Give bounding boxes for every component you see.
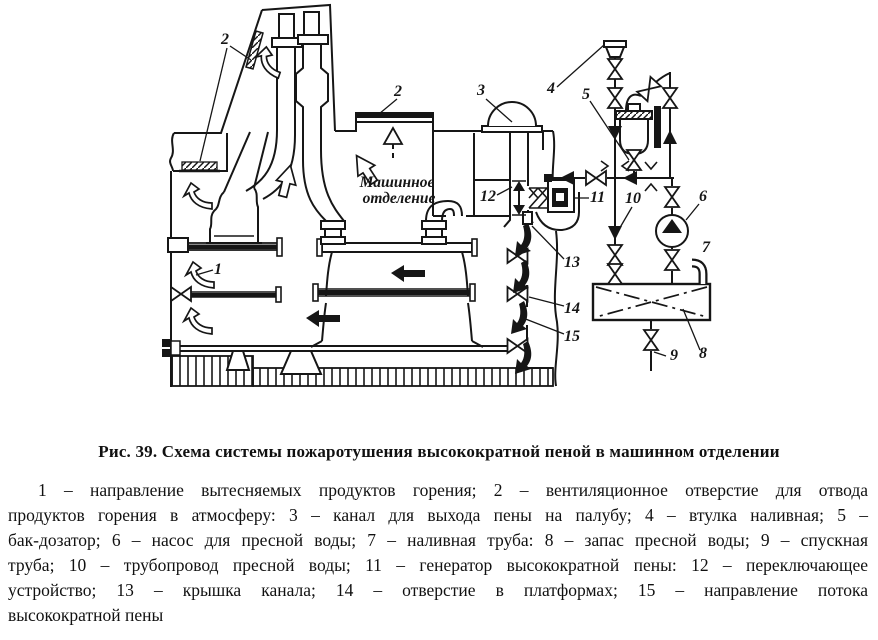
callout-3: 3 <box>476 82 485 99</box>
deck-dome <box>487 101 537 127</box>
double-bottom <box>162 339 554 387</box>
legend-line: труба; 10 – трубопровод пресной воды; 11… <box>8 555 868 575</box>
room-label-line1: Машинное <box>359 174 435 191</box>
legend-line: продуктов горения в атмосферу: 3 – канал… <box>8 505 868 525</box>
dashed-up-arrow-head <box>382 126 404 145</box>
callout-4: 4 <box>546 80 555 97</box>
callout-6: 6 <box>699 188 707 205</box>
deck-vent-slab <box>356 113 433 118</box>
torn-wall-lower <box>553 230 559 387</box>
exhaust-elbow <box>425 199 463 222</box>
platforms <box>167 237 508 352</box>
torn-edge <box>169 132 175 172</box>
callout-12: 12 <box>480 188 496 205</box>
callout-5: 5 <box>582 86 590 103</box>
fresh-water-tank <box>591 282 712 322</box>
callout-14: 14 <box>564 300 580 317</box>
leader-lines <box>195 44 701 357</box>
figure-legend: 1 – направление вытесняемых продуктов го… <box>8 478 868 628</box>
callout-8: 8 <box>699 345 707 362</box>
legend-line: 1 – направление вытесняемых продуктов го… <box>38 480 868 500</box>
filling-pipe <box>691 258 708 284</box>
callout-9: 9 <box>670 347 678 364</box>
room-label-line2: отделение <box>363 190 436 207</box>
pump-symbol <box>662 219 682 233</box>
legend-line: высокократной пены <box>8 605 164 625</box>
dosing-tank-lid <box>615 110 653 120</box>
callout-10: 10 <box>625 190 641 207</box>
callout-2-funnel: 2 <box>220 31 229 48</box>
callout-1: 1 <box>214 261 222 278</box>
callout-7: 7 <box>702 239 711 256</box>
funnel-outline <box>261 3 336 132</box>
flow-chevrons <box>600 160 658 192</box>
legend-line: бак-дозатор; 6 – насос для пресной воды;… <box>8 530 868 550</box>
callout-15: 15 <box>564 328 580 345</box>
tank-top-floor <box>171 345 508 352</box>
schematic-diagram: 1 2 2 3 4 5 6 7 8 9 10 11 12 13 14 15 Ма… <box>162 3 712 387</box>
callout-2-deck: 2 <box>393 83 402 100</box>
casing-vent-grille <box>179 161 220 173</box>
combustion-arrows <box>183 43 404 335</box>
switching-device <box>512 180 526 216</box>
callout-13: 13 <box>564 254 580 271</box>
callout-11: 11 <box>590 189 605 206</box>
dosing-tank-body <box>619 119 649 156</box>
legend-line: устройство; 13 – крышка канала; 14 – отв… <box>8 580 868 600</box>
channel-cover <box>522 211 533 225</box>
foam-generator <box>528 174 580 232</box>
aux-boiler <box>206 131 269 244</box>
main-engine <box>310 199 484 348</box>
figure-caption: Рис. 39. Схема системы пожаротушения выс… <box>98 442 780 461</box>
